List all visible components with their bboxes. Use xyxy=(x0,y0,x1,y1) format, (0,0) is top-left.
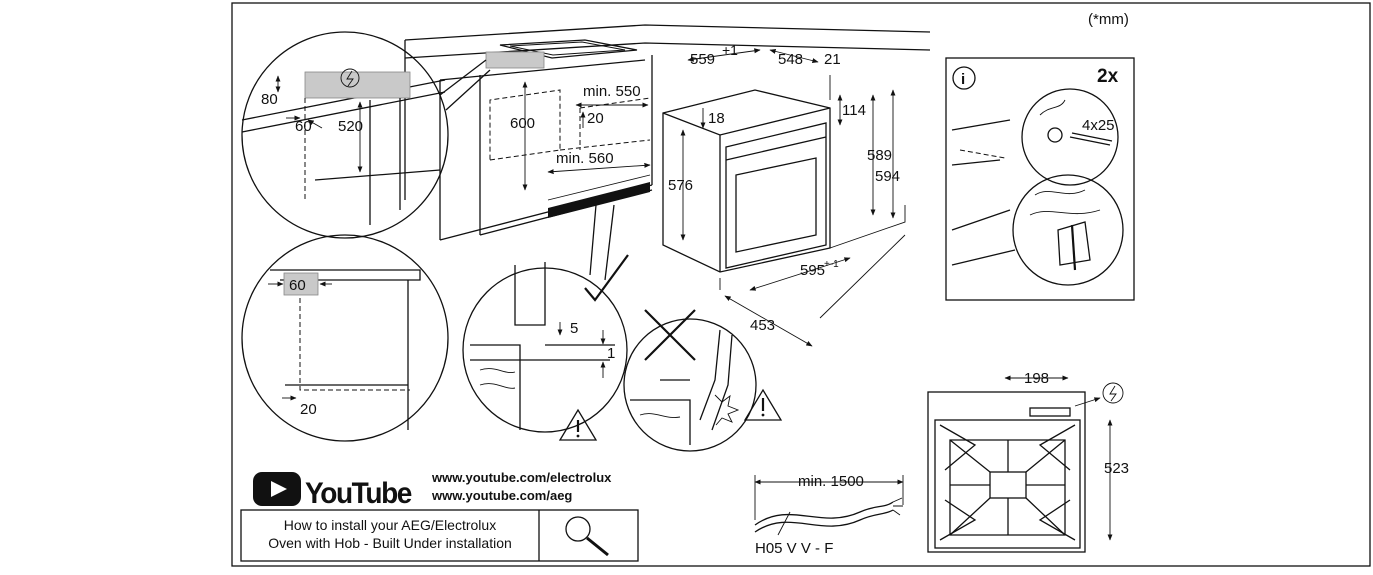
dim-20-side: 20 xyxy=(300,401,317,418)
oven-back-view: 198 523 xyxy=(927,370,1129,553)
dim-1: 1 xyxy=(607,345,615,362)
dim-114: 114 xyxy=(842,102,866,119)
video-caption-line-1: How to install your AEG/Electrolux xyxy=(284,517,496,533)
dim-559-tolerance: +1 xyxy=(722,42,738,58)
side-cutout-zone xyxy=(283,272,319,296)
dim-min-550: min. 550 xyxy=(583,83,641,100)
video-caption-box xyxy=(240,509,639,562)
screw-fixing-panel: i 2x 4x25 xyxy=(945,57,1135,301)
cutout-zone xyxy=(304,71,411,99)
power-cable-drawing: min. 1500 H05 V V - F xyxy=(743,388,904,557)
dim-453: 453 xyxy=(750,317,775,334)
warning-triangle-icon-cable xyxy=(743,388,783,421)
video-caption-line-2: Oven with Hob - Built Under installation xyxy=(268,535,512,551)
units-note: (*mm) xyxy=(1088,11,1129,28)
cross-mark-icon xyxy=(644,309,696,361)
dim-523: 523 xyxy=(1104,460,1129,477)
dim-576: 576 xyxy=(668,177,693,194)
electric-hazard-icon-back xyxy=(1102,382,1124,404)
dim-min-560: min. 560 xyxy=(556,150,614,167)
dim-5: 5 xyxy=(570,320,578,337)
dim-198: 198 xyxy=(1024,370,1049,387)
play-icon xyxy=(271,481,287,497)
info-icon xyxy=(952,66,976,90)
youtube-logo-text: YouTube xyxy=(305,477,412,510)
correct-fit-detail: 5 1 xyxy=(462,204,629,441)
impact-spark-icon xyxy=(714,394,740,426)
quantity-label: 2x xyxy=(1097,66,1119,87)
video-guide-block: YouTube www.youtube.com/electrolux www.y… xyxy=(240,470,639,562)
electric-hazard-icon xyxy=(340,68,360,88)
dim-559: 559 xyxy=(690,51,715,68)
ventilation-strip xyxy=(548,182,650,218)
countertop-cabinet-drawing: 600 min. 550 20 min. 560 xyxy=(404,24,931,241)
dim-60-top: 60 xyxy=(295,118,312,135)
dim-595-tolerance: +-1 xyxy=(824,259,839,270)
youtube-url-electrolux[interactable]: www.youtube.com/electrolux xyxy=(431,470,612,485)
dim-600: 600 xyxy=(510,115,535,132)
screw-size: 4x25 xyxy=(1082,117,1115,134)
dim-60-side: 60 xyxy=(289,277,306,294)
dim-18: 18 xyxy=(708,110,725,127)
youtube-url-aeg[interactable]: www.youtube.com/aeg xyxy=(431,488,572,503)
dim-595: 595 xyxy=(800,262,825,279)
cable-min-length: min. 1500 xyxy=(798,473,864,490)
oven-drawing: 559 +1 548 21 114 18 576 589 594 595 +-1… xyxy=(662,42,906,347)
warning-triangle-icon xyxy=(558,408,598,441)
wrong-fit-detail xyxy=(623,309,757,452)
hob-cutout-highlight xyxy=(485,51,545,69)
hob-clearance-detail: 80 60 520 xyxy=(241,31,491,239)
check-mark-icon xyxy=(584,254,629,302)
magnifier-icon[interactable] xyxy=(565,516,609,557)
info-letter: i xyxy=(961,71,965,88)
dim-589: 589 xyxy=(867,147,892,164)
dim-20-cabinet: 20 xyxy=(587,110,604,127)
dim-594: 594 xyxy=(875,168,900,185)
dim-520: 520 xyxy=(338,118,363,135)
cable-type: H05 V V - F xyxy=(755,540,833,557)
side-clearance-detail: 60 20 xyxy=(241,234,449,442)
dim-548: 548 xyxy=(778,51,803,68)
dim-80: 80 xyxy=(261,91,278,108)
sheet-frame xyxy=(231,2,1371,567)
dim-21: 21 xyxy=(824,51,841,68)
